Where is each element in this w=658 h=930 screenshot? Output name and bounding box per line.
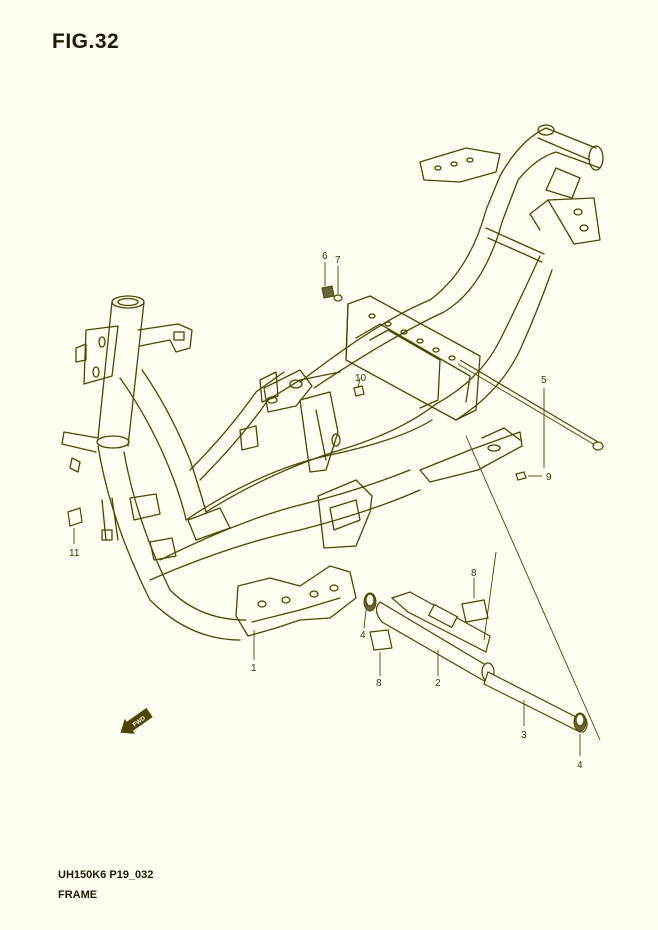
callout-3: 3 (521, 730, 527, 741)
frame-assembly-drawing (61, 124, 604, 641)
pivot-bolt-part-5 (457, 359, 604, 451)
small-hardware (67, 285, 527, 527)
callout-11: 11 (69, 548, 80, 559)
callout-labels: 1 2 3 4 4 5 6 7 8 8 9 10 11 (69, 251, 583, 771)
callout-7: 7 (335, 255, 341, 266)
callout-2: 2 (435, 678, 441, 689)
figure-title: FIG.32 (52, 30, 120, 53)
callout-10: 10 (355, 373, 367, 384)
forward-direction-icon: FWD (120, 708, 153, 734)
figure-name: FRAME (58, 889, 98, 901)
callout-4-left: 4 (360, 630, 366, 641)
callout-8-lower: 8 (376, 678, 382, 689)
callout-4-right: 4 (577, 760, 583, 771)
callout-9: 9 (546, 472, 552, 483)
figure-code: UH150K6 P19_032 (58, 869, 154, 881)
engine-mount-assembly (363, 591, 588, 733)
callout-1: 1 (251, 663, 257, 674)
callout-leaders (73, 262, 581, 756)
callout-6: 6 (322, 251, 328, 262)
callout-5: 5 (541, 375, 547, 386)
callout-8-upper: 8 (471, 568, 477, 579)
